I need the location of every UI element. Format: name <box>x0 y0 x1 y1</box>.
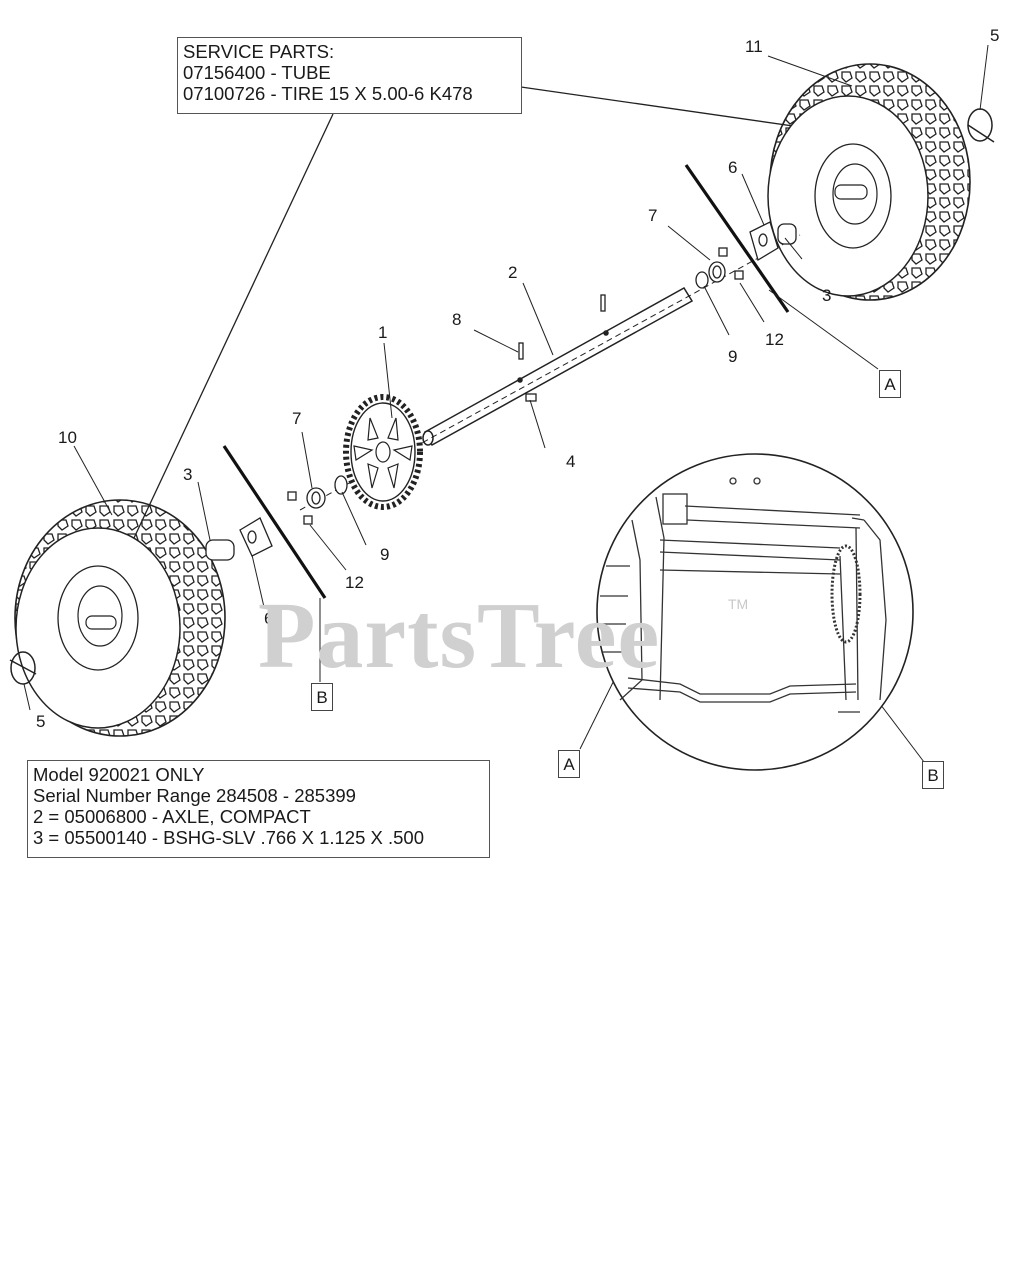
inset-detail-view <box>596 453 914 771</box>
callout-3-right: 3 <box>822 286 831 305</box>
callout-12-left: 12 <box>345 573 364 592</box>
watermark-logo: PartsTree <box>258 584 661 688</box>
frame-rods <box>222 164 790 599</box>
hairpin-clip-left <box>9 651 37 685</box>
callout-1: 1 <box>378 323 387 342</box>
reference-a-inset: A <box>558 750 580 778</box>
service-parts-line-1: 07156400 - TUBE <box>183 62 331 83</box>
model-line-2: Serial Number Range 284508 - 285399 <box>33 785 356 806</box>
model-line-1: Model 920021 ONLY <box>33 764 205 785</box>
service-parts-line-2: 07100726 - TIRE 15 X 5.00-6 K478 <box>183 83 473 104</box>
callout-leaders <box>23 44 989 763</box>
callout-9-right: 9 <box>728 347 737 366</box>
callout-6-right: 6 <box>728 158 737 177</box>
service-parts-title: SERVICE PARTS: <box>183 41 335 62</box>
service-leader-lines <box>125 86 829 556</box>
reference-a-main: A <box>879 370 901 398</box>
model-note-box: Model 920021 ONLY Serial Number Range 28… <box>27 760 490 858</box>
callout-7-left: 7 <box>292 409 301 428</box>
service-parts-box: SERVICE PARTS: 07156400 - TUBE 07100726 … <box>177 37 522 114</box>
callout-8: 8 <box>452 310 461 329</box>
watermark-trademark: TM <box>728 596 749 612</box>
reference-b-inset: B <box>922 761 944 789</box>
callout-3-left: 3 <box>183 465 192 484</box>
callout-5-left: 5 <box>36 712 45 731</box>
callout-2: 2 <box>508 263 517 282</box>
callout-6-left: 6 <box>264 609 273 628</box>
reference-b-main: B <box>311 683 333 711</box>
callout-4: 4 <box>566 452 575 471</box>
model-line-3: 2 = 05006800 - AXLE, COMPACT <box>33 806 311 827</box>
callout-11: 11 <box>745 37 763 56</box>
callout-7-right: 7 <box>648 206 657 225</box>
callout-12-right: 12 <box>765 330 784 349</box>
callout-5-right: 5 <box>990 26 999 45</box>
axle <box>422 286 694 447</box>
left-wheel-assembly <box>14 499 226 737</box>
callout-numbers: 1 2 3 3 4 5 5 6 6 7 7 8 9 9 10 11 12 12 <box>36 26 999 731</box>
hairpin-clip-right <box>967 108 995 143</box>
sprocket <box>343 394 423 510</box>
model-line-4: 3 = 05500140 - BSHG-SLV .766 X 1.125 X .… <box>33 827 424 848</box>
callout-10: 10 <box>58 428 77 447</box>
callout-9-left: 9 <box>380 545 389 564</box>
small-hardware <box>205 221 797 561</box>
right-wheel-assembly <box>767 63 971 301</box>
